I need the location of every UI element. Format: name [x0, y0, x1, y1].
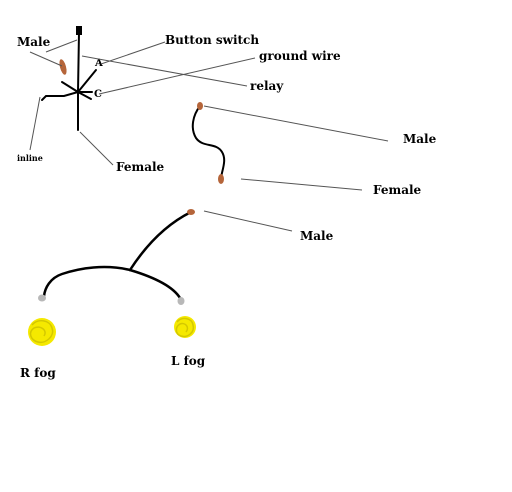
label-male-mid: Male — [403, 132, 437, 146]
pin-label-a: A — [94, 58, 103, 69]
leader-male-top-a — [29, 51, 63, 67]
leader-male-lower — [203, 210, 293, 232]
leader-female-mid — [240, 178, 363, 191]
harness-branch-center — [77, 31, 80, 93]
leader-lines — [29, 39, 389, 232]
leader-ground-wire — [98, 57, 256, 95]
male-connector-lower — [187, 209, 195, 215]
pin-label-c: C — [94, 89, 102, 100]
relay-harness — [41, 31, 97, 131]
harness-branch-inline — [41, 91, 79, 101]
label-ground-wire: ground wire — [259, 49, 341, 63]
leader-male-top-b — [45, 39, 78, 53]
male-connector-top — [59, 59, 67, 75]
label-male-top: Male — [17, 35, 51, 49]
bulb-socket-left — [38, 294, 46, 302]
leader-male-mid — [203, 105, 389, 142]
label-relay: relay — [250, 79, 284, 93]
label-inline: inline — [17, 153, 43, 163]
harness-feed-wire — [128, 210, 193, 272]
label-female-mid: Female — [373, 183, 422, 197]
left-fog-light — [174, 316, 196, 338]
leader-relay — [81, 55, 248, 87]
leader-inline — [29, 96, 41, 151]
bulb-socket-right — [177, 297, 185, 305]
extension-wire — [191, 105, 226, 179]
label-male-lower: Male — [300, 229, 334, 243]
fog-light-harness — [42, 210, 193, 300]
right-fog-light — [28, 318, 56, 346]
harness-right-branch — [128, 268, 182, 300]
leader-button-switch — [100, 41, 166, 65]
label-l-fog: L fog — [171, 354, 206, 368]
harness-branch-left — [61, 81, 79, 93]
harness-branch-right — [77, 69, 97, 93]
leader-female-left — [79, 131, 114, 166]
harness-branch-lower-right — [77, 91, 92, 100]
label-r-fog: R fog — [20, 366, 56, 380]
label-button-switch: Button switch — [165, 33, 259, 47]
harness-left-branch — [42, 265, 132, 298]
male-connector-mid — [197, 102, 203, 110]
label-female-left: Female — [116, 160, 165, 174]
center-pin-connector — [76, 26, 82, 35]
female-connector-mid — [218, 174, 224, 184]
